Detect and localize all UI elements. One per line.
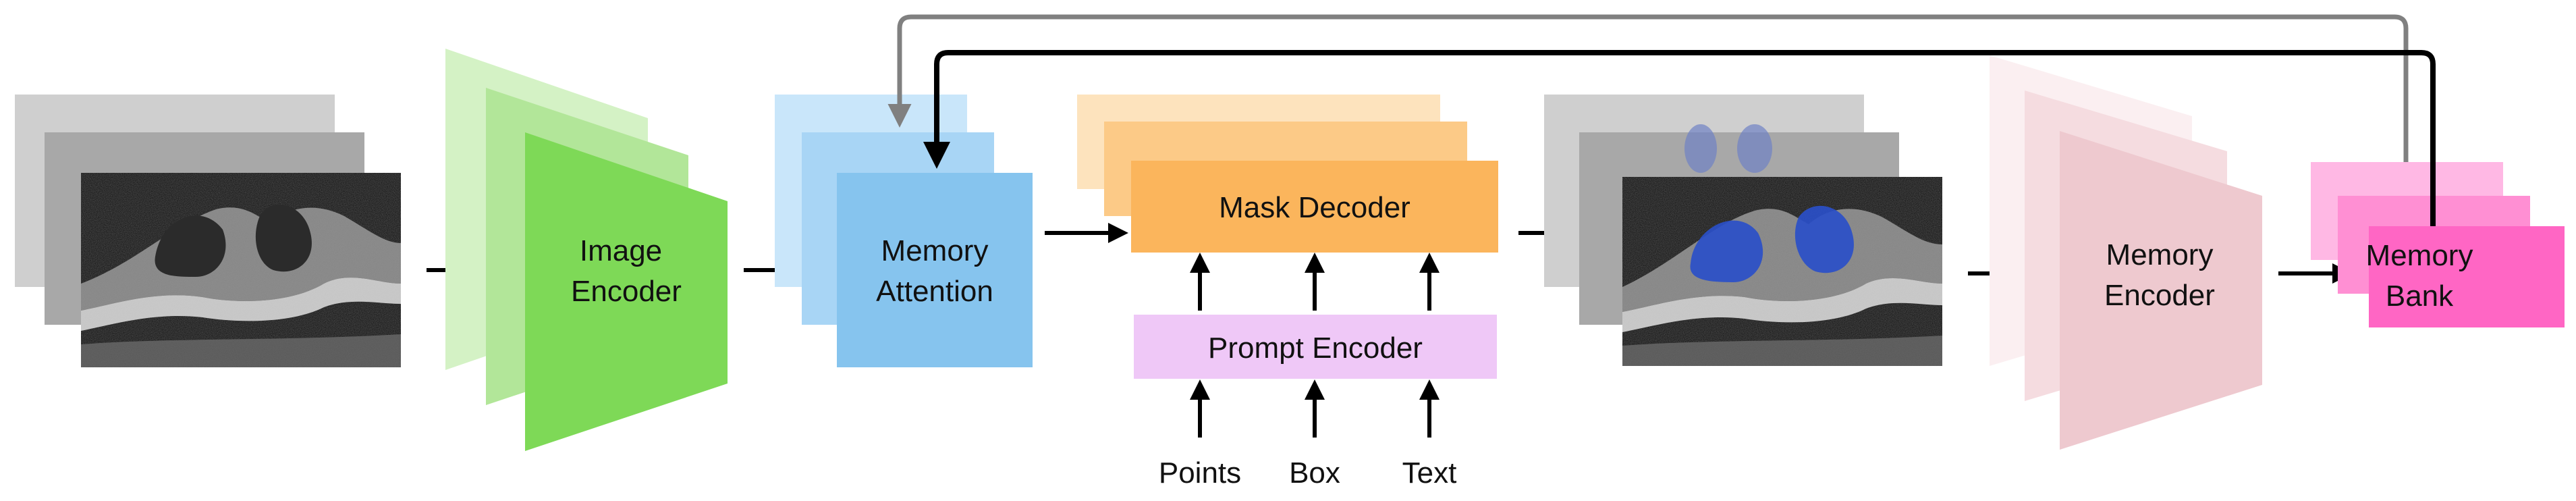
input-scan-stack	[15, 95, 401, 367]
mask-decoder-box	[1131, 161, 1498, 253]
image-encoder-trapezoid	[525, 132, 728, 451]
memory-attention-label-line2: Attention	[876, 275, 993, 308]
segmentation-mask-right	[1794, 205, 1854, 273]
feedback-arrow-black	[923, 50, 2436, 226]
image-encoder-label-line2: Encoder	[571, 275, 682, 308]
prompt-encoder-label: Prompt Encoder	[1208, 332, 1423, 365]
prompt-encoder-block: Prompt Encoder	[1134, 315, 1497, 379]
mask-decoder-block: Mask Decoder	[1077, 95, 1498, 253]
prompt-label-points: Points	[1159, 456, 1241, 490]
image-encoder-label-line1: Image	[580, 234, 662, 267]
prompt-label-box: Box	[1289, 456, 1340, 490]
output-back-mask-right	[1737, 124, 1772, 173]
memory-bank-label-line1: Memory	[2366, 239, 2473, 272]
memory-bank-label-line2: Bank	[2386, 280, 2454, 313]
prompt-encoder-box	[1134, 315, 1497, 379]
memory-bank-box	[2369, 226, 2565, 327]
memory-attention-block: Memory Attention	[775, 95, 1033, 367]
memory-bank-block: Memory Bank	[2311, 162, 2565, 327]
prompt-label-text: Text	[1402, 456, 1457, 490]
memory-attention-box	[837, 173, 1033, 367]
output-segmentation-stack	[1544, 95, 1942, 366]
memory-encoder-label-line1: Memory	[2106, 238, 2214, 271]
output-back-mask-left	[1684, 124, 1717, 173]
segmentation-mask-left	[1690, 220, 1763, 282]
input-oct-scan	[81, 173, 401, 367]
memory-encoder-label-line2: Encoder	[2104, 279, 2215, 312]
memory-encoder-trapezoid	[2060, 131, 2262, 450]
memory-encoder-block: Memory Encoder	[1990, 55, 2262, 450]
mask-decoder-label: Mask Decoder	[1219, 191, 1410, 224]
image-encoder-block: Image Encoder	[445, 49, 728, 451]
feedback-arrow-gray	[887, 14, 2409, 162]
output-oct-scan	[1622, 177, 1942, 366]
memory-attention-label-line1: Memory	[881, 234, 989, 267]
